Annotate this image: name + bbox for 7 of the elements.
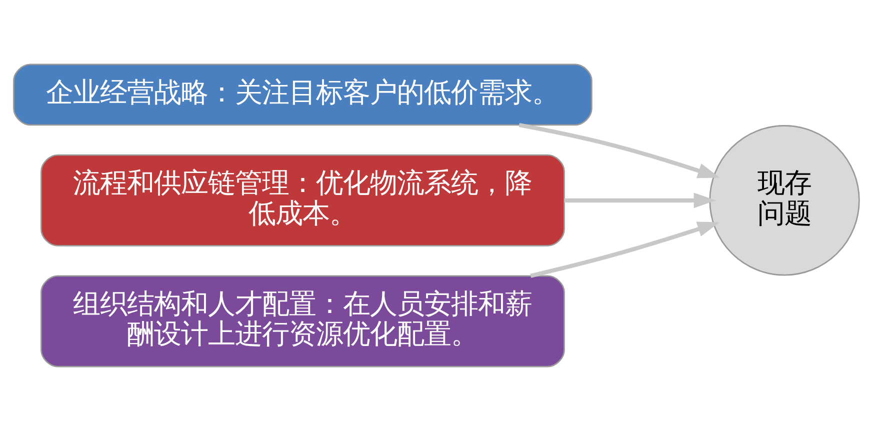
node-box: 企业经营战略：关注目标客户的低价需求。 (13, 64, 592, 126)
arrow (530, 222, 720, 278)
node-box: 流程和供应链管理：优化物流系统，降低成本。 (40, 154, 565, 246)
node-circle: 现存问题 (709, 125, 860, 276)
arrow (518, 122, 720, 178)
arrow (564, 192, 716, 208)
node-box: 组织结构和人才配置：在人员安排和薪酬设计上进行资源优化配置。 (40, 275, 565, 368)
